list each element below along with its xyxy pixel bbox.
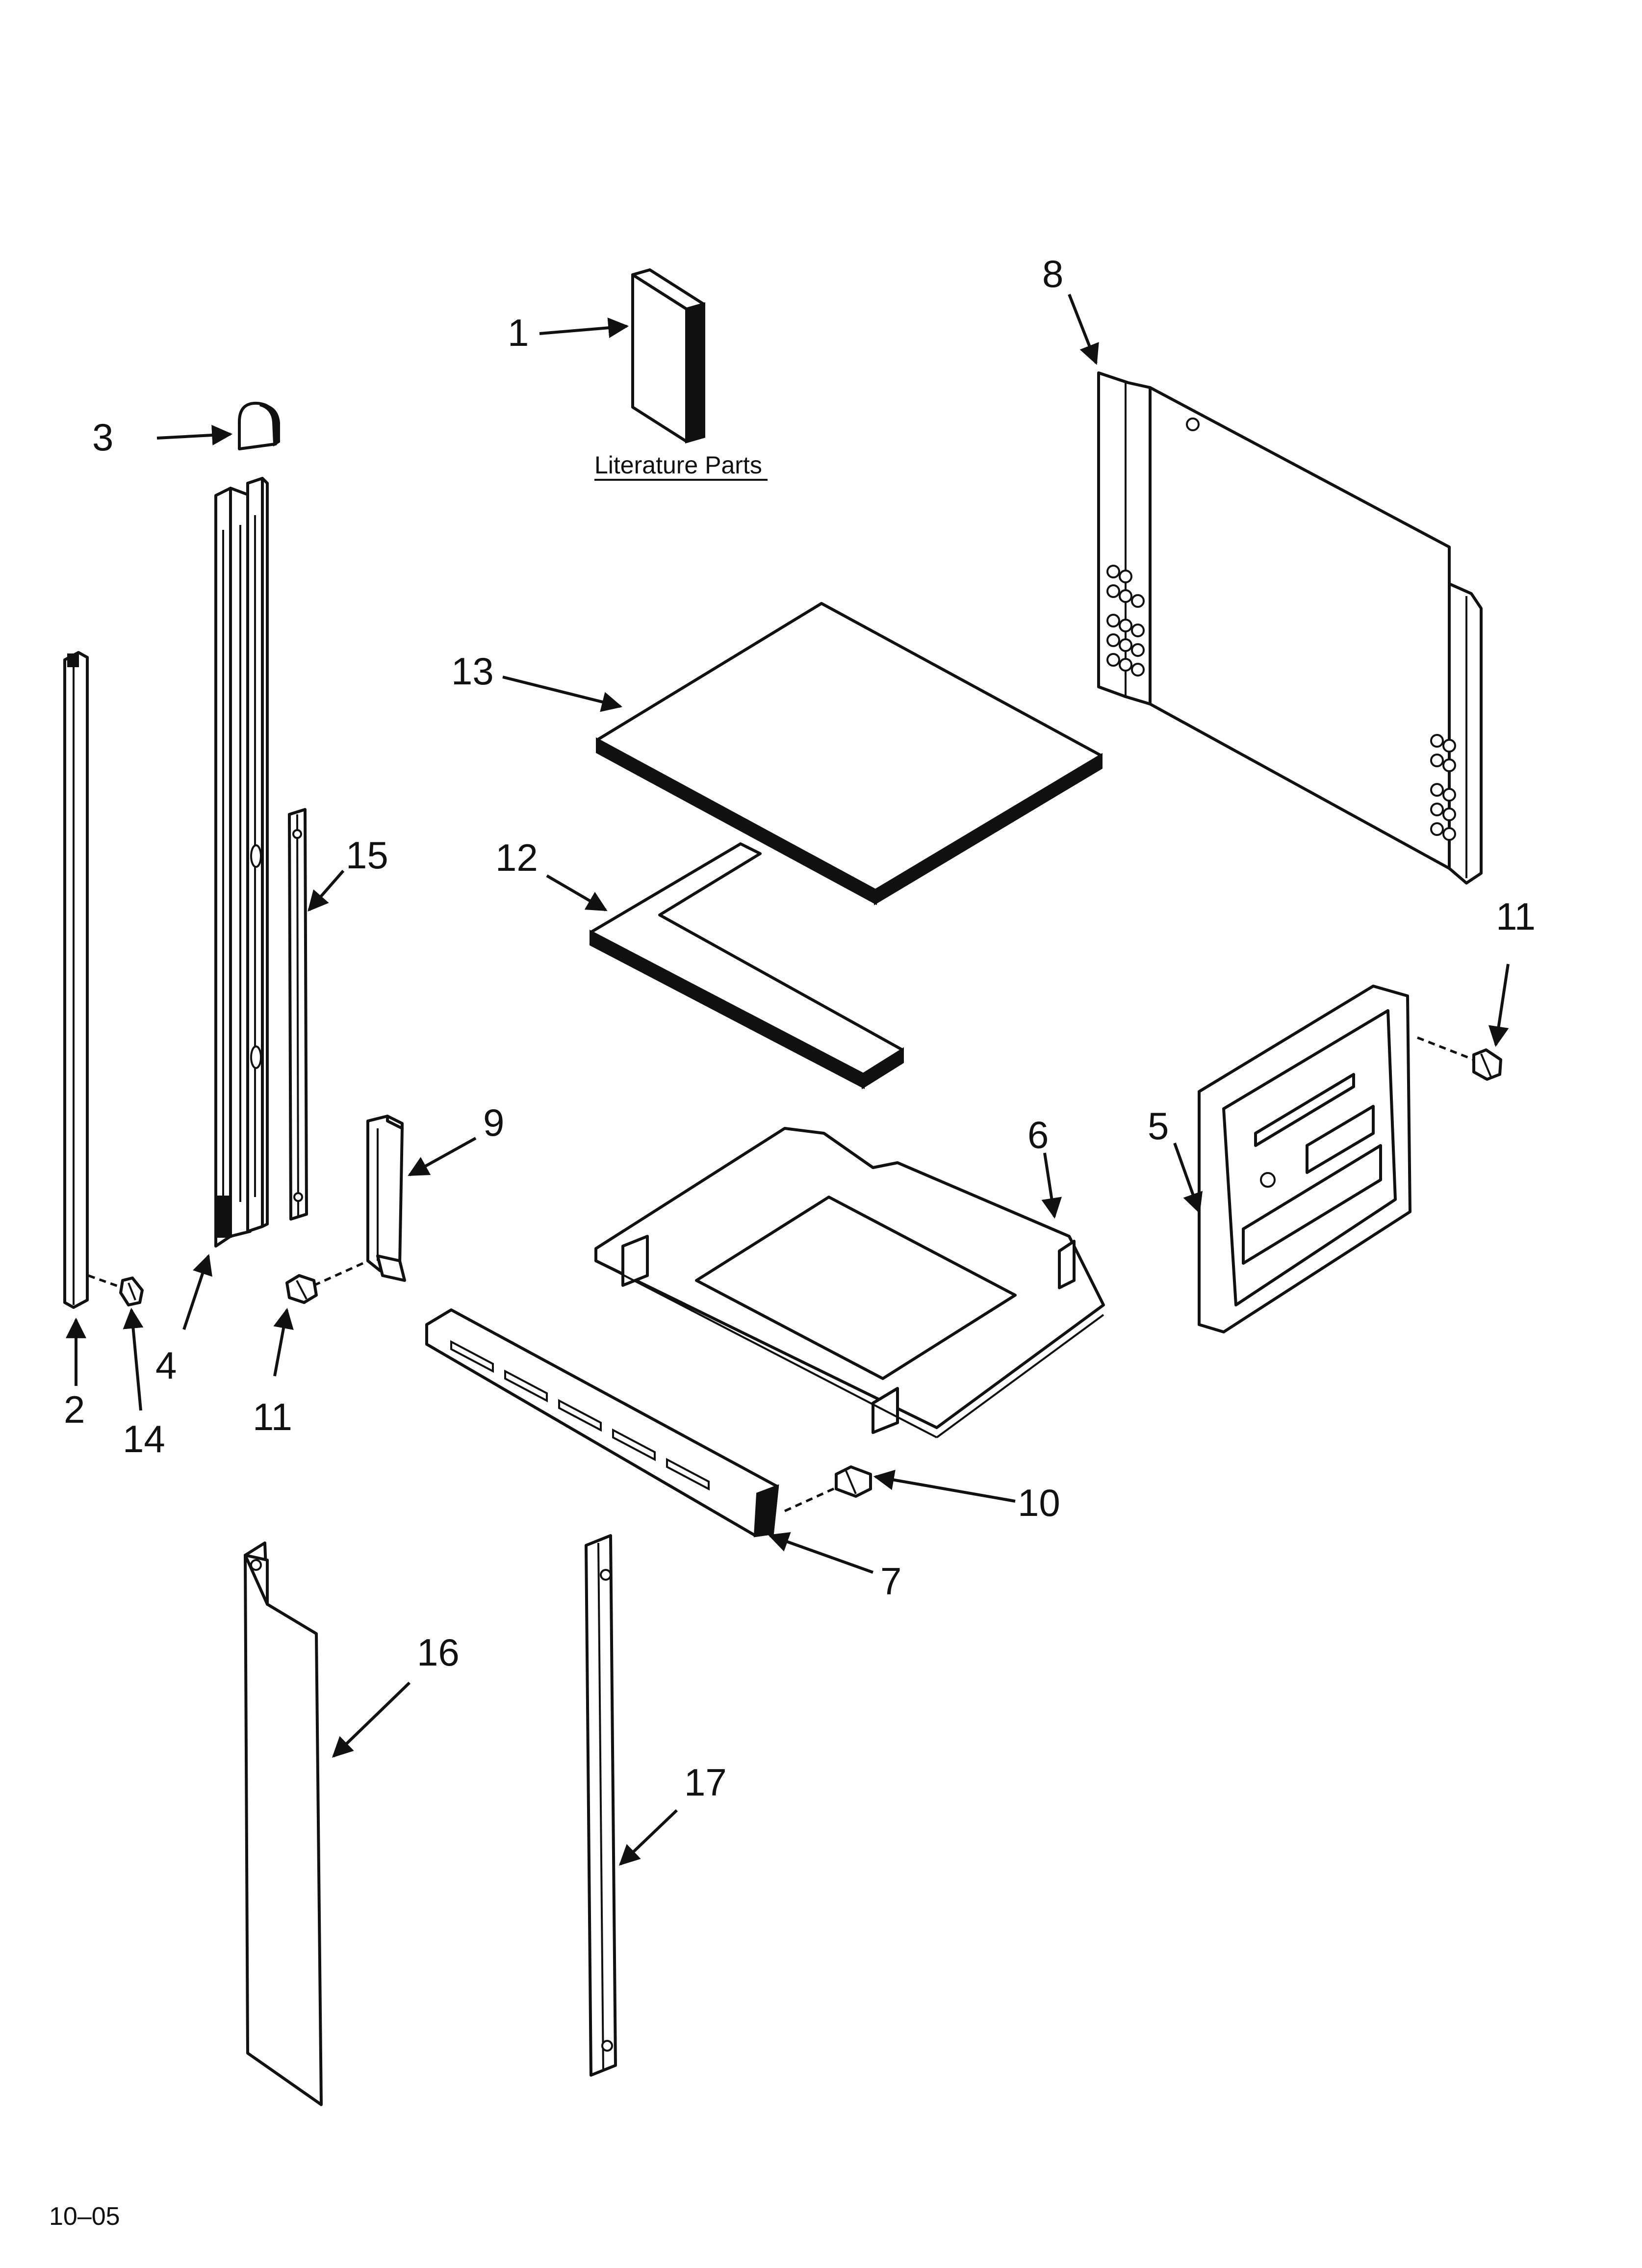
part-16-hole-top (250, 1559, 262, 1571)
part-12-l-insulation (590, 842, 904, 1090)
part-7-vent-slots (450, 1340, 710, 1491)
part-2-top-notch (67, 653, 79, 667)
part-14-thread (128, 1282, 136, 1301)
callout-13: 13 (451, 650, 494, 693)
part-4-vertical-trim (214, 477, 269, 1248)
part-10-screw (784, 1465, 872, 1512)
callout-9: 9 (483, 1101, 504, 1144)
part-5-upper-slot (1254, 1073, 1355, 1147)
part-7-vent-trim (425, 1308, 779, 1538)
part-15-hole-bottom (293, 1192, 303, 1202)
part-4-slot-upper (250, 844, 262, 868)
leader-4 (182, 1254, 212, 1330)
callout-3: 3 (92, 416, 113, 459)
callout-numbers: 1 2 3 4 5 6 7 8 9 10 11 11 12 13 14 15 1… (64, 252, 1536, 1804)
callout-10: 10 (1018, 1481, 1060, 1524)
leader-5 (1173, 1142, 1203, 1214)
part-2-side-channel (63, 651, 89, 1309)
part-10-dash-line (784, 1485, 840, 1512)
part-8-vent-holes-right (1430, 734, 1456, 841)
part-15-hole-top (292, 829, 302, 839)
part-15-spacer-strip (288, 808, 308, 1221)
callout-4: 4 (155, 1344, 177, 1387)
leader-15 (308, 870, 345, 912)
part-13-insulation-panel (596, 602, 1103, 906)
part-15-edge (296, 814, 299, 1217)
leader-10 (873, 1469, 1016, 1503)
callout-11-left: 11 (253, 1395, 292, 1438)
part-6-base-tray (594, 1127, 1105, 1438)
leader-17 (618, 1809, 678, 1866)
part-6-left-corner (621, 1235, 649, 1287)
callout-5: 5 (1148, 1104, 1169, 1147)
part-6-front-edge (595, 1260, 937, 1438)
part-11-right-dash-line (1417, 1036, 1474, 1061)
callout-1: 1 (508, 311, 529, 354)
leader-7 (768, 1532, 874, 1574)
part-11-left-thread (296, 1280, 308, 1300)
part-6-right-edge (936, 1314, 1104, 1438)
part-4-bottom-tab (214, 1196, 232, 1238)
part-17-edge (597, 1542, 604, 2071)
part-8-side-panel (1097, 371, 1483, 885)
part-11-screw-left (285, 1262, 364, 1304)
part-16-lower-panel (244, 1541, 323, 2106)
part-3-end-cap (238, 401, 280, 450)
part-14-screw (88, 1274, 144, 1306)
leader-11-left (273, 1307, 294, 1377)
callout-14: 14 (123, 1417, 165, 1460)
part-10-thread (845, 1470, 857, 1494)
callout-17: 17 (684, 1761, 727, 1804)
callout-15: 15 (346, 834, 388, 877)
leader-8 (1068, 293, 1099, 365)
callout-6: 6 (1027, 1113, 1049, 1156)
callout-8: 8 (1042, 252, 1063, 295)
leader-14 (123, 1307, 144, 1411)
leader-3 (156, 425, 233, 445)
part-11-screw-right (1417, 1036, 1502, 1081)
leader-11-right (1488, 964, 1510, 1047)
leader-9 (408, 1137, 477, 1176)
literature-parts-caption: Literature Parts (594, 451, 762, 479)
part-5-rear-panel (1198, 985, 1411, 1333)
part-5-middle-window (1306, 1105, 1375, 1174)
callout-12: 12 (495, 836, 538, 879)
leader-lines (66, 293, 1510, 1866)
callout-2: 2 (64, 1388, 85, 1431)
leader-1 (539, 317, 629, 339)
part-14-dash-line (88, 1274, 123, 1289)
part-4-slot-lower (250, 1045, 262, 1069)
part-8-vent-holes-left (1106, 565, 1145, 677)
callout-11-right: 11 (1496, 895, 1536, 938)
leader-16 (332, 1681, 411, 1758)
leader-12 (546, 874, 608, 912)
part-8-mount-hole (1186, 417, 1200, 431)
part-5-lower-window (1242, 1144, 1382, 1265)
leader-6 (1041, 1152, 1062, 1219)
part-9-bracket (366, 1115, 406, 1282)
leader-13 (502, 676, 623, 712)
part-17-hole-bottom (601, 2040, 613, 2052)
part-6-right-corner (1058, 1240, 1076, 1289)
part-17-lower-strip (585, 1534, 617, 2077)
footer-revision-code: 10–05 (49, 2202, 120, 2231)
part-1-literature-booklet (631, 268, 705, 443)
part-11-left-dash-line (313, 1262, 364, 1287)
part-5-icon-hole (1260, 1172, 1276, 1188)
part-11-right-thread (1480, 1053, 1492, 1077)
callout-7: 7 (880, 1560, 901, 1603)
part-17-hole-top (600, 1569, 612, 1581)
callout-16: 16 (417, 1631, 460, 1674)
